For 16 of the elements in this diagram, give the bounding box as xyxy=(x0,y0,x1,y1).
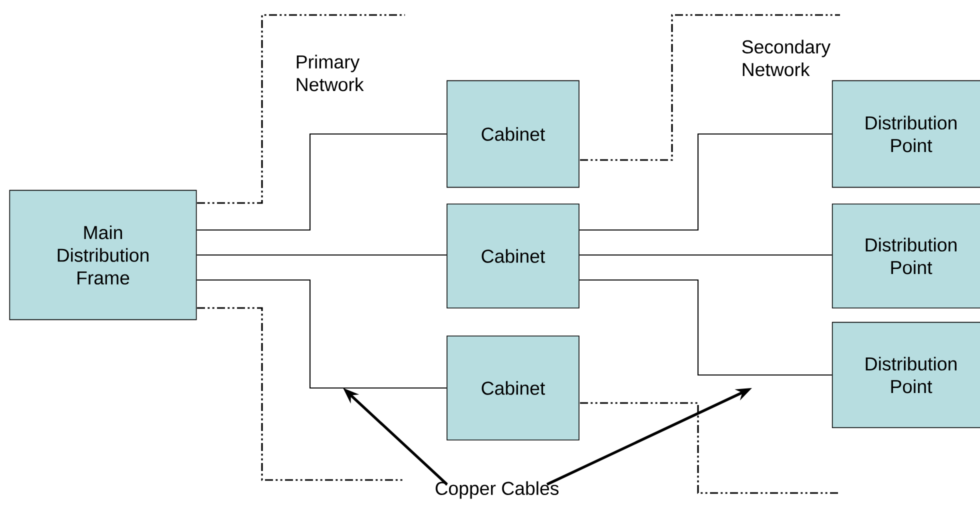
network-box: Distribution Point xyxy=(832,322,980,428)
cable-line xyxy=(196,279,447,389)
callout-text: Copper Cables xyxy=(436,481,559,499)
network-box: Cabinet xyxy=(446,336,580,440)
network-label: Primary Network xyxy=(296,54,364,92)
network-box: Main Distribution Frame xyxy=(9,190,197,320)
cable-line xyxy=(579,279,832,376)
network-label: Secondary Network xyxy=(742,40,831,76)
network-box: Cabinet xyxy=(446,80,580,188)
cable-line xyxy=(579,254,832,256)
network-box: Distribution Point xyxy=(832,80,980,188)
cable-line xyxy=(196,133,447,231)
cable-line xyxy=(579,133,832,231)
cable-line xyxy=(196,254,447,256)
network-box: Distribution Point xyxy=(832,204,980,308)
network-box: Cabinet xyxy=(446,204,580,308)
